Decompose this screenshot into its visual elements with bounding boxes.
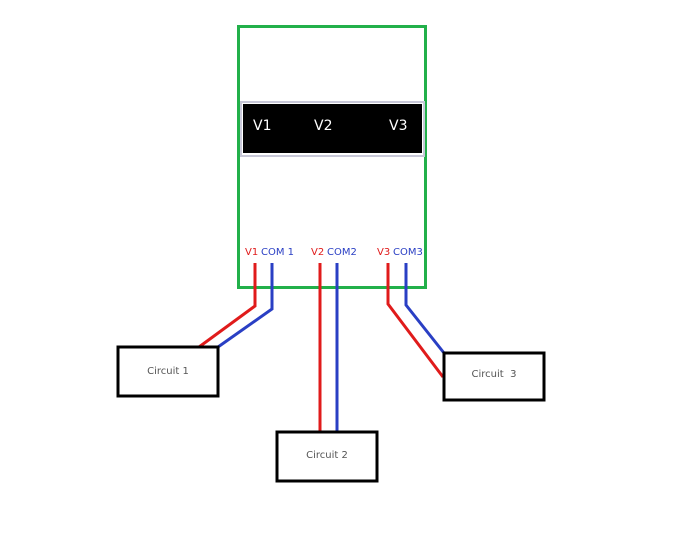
circuit-3-label: Circuit 3 bbox=[472, 369, 517, 380]
circuit-2-label: Circuit 2 bbox=[306, 450, 348, 461]
terminal-label-v2: V2 bbox=[311, 247, 324, 258]
wire-v1 bbox=[198, 263, 257, 349]
circuit-2-box bbox=[275, 430, 379, 483]
wire-com1 bbox=[217, 263, 274, 349]
wire-v3 bbox=[386, 263, 445, 378]
wire-com3 bbox=[404, 263, 446, 354]
terminal-label-v1: V1 bbox=[245, 247, 258, 258]
display-label-v3: V3 bbox=[389, 118, 407, 134]
display-panel bbox=[243, 104, 422, 153]
circuit-1-label: Circuit 1 bbox=[147, 366, 189, 377]
circuit-3-box bbox=[442, 351, 546, 402]
terminal-label-com2: COM2 bbox=[327, 247, 357, 258]
display-label-v2: V2 bbox=[314, 118, 332, 134]
display-label-v1: V1 bbox=[253, 118, 271, 134]
terminal-label-com1: COM 1 bbox=[261, 247, 294, 258]
circuit-1-box bbox=[116, 345, 220, 398]
terminal-label-v3: V3 bbox=[377, 247, 390, 258]
terminal-label-com3: COM3 bbox=[393, 247, 423, 258]
